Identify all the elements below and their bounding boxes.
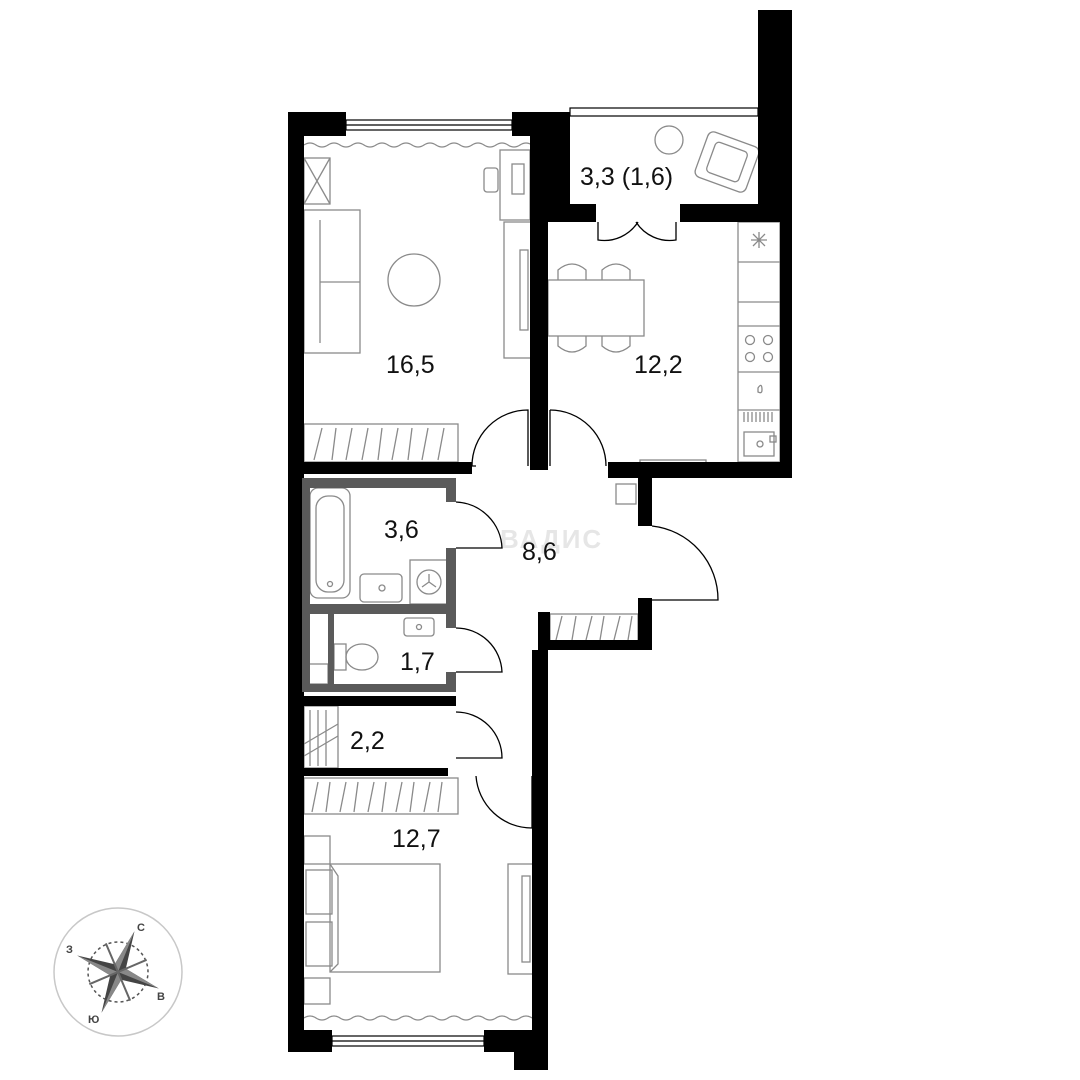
armchair-icon (694, 131, 760, 193)
room-area-bedroom: 12,7 (392, 825, 441, 853)
nightstand-icon (303, 835, 331, 865)
door-entrance (651, 525, 719, 601)
coffee-table-icon (387, 253, 441, 307)
kitchen-sink-icon (743, 412, 777, 457)
room-area-bathroom: 3,6 (384, 516, 419, 544)
dining-table-icon (547, 279, 645, 337)
toilet-icon (333, 643, 379, 671)
walls (288, 10, 792, 1070)
room-labels: 16,5 12,2 3,3 (1,6) 3,6 8,6 1,7 2,2 12,7 (350, 163, 683, 853)
windows (331, 107, 759, 1047)
doors (455, 221, 719, 829)
watermark-text: ВАДИС (500, 524, 603, 554)
stove-icon (744, 334, 774, 363)
room-area-kitchen: 12,2 (634, 351, 683, 379)
door-living (471, 409, 529, 467)
door-bedroom (475, 775, 533, 829)
storage-shelf-icon (303, 705, 339, 769)
compass-south: Ю (88, 1014, 99, 1026)
balcony-table-icon (654, 125, 684, 155)
bed-icon (329, 863, 441, 973)
room-area-toilet: 1,7 (400, 648, 435, 676)
compass-east: В (157, 991, 165, 1003)
compass-rose-icon (77, 931, 159, 1013)
bathroom-sink-icon (359, 573, 403, 603)
kitchen-counter-icon (737, 221, 781, 463)
hood-icon (751, 232, 767, 248)
room-area-living: 16,5 (386, 351, 435, 379)
door-toilet (455, 627, 503, 673)
wet-zone-walls (302, 478, 456, 692)
compass-west: З (66, 944, 73, 956)
chair-icon (557, 263, 631, 353)
room-area-balcony: 3,3 (1,6) (580, 163, 673, 191)
desk-icon (499, 149, 531, 221)
door-kitchen (549, 409, 607, 467)
door-bathroom (455, 501, 503, 549)
hall-wardrobe-icon (549, 613, 639, 643)
curtain-icon (303, 142, 533, 148)
wardrobe-icon (303, 423, 459, 463)
door-balcony (597, 221, 639, 242)
toilet-sink-icon (403, 617, 435, 637)
door-storage (455, 711, 503, 759)
room-area-hall: 8,6 (522, 538, 557, 566)
compass-north: С (137, 922, 145, 934)
riser-icon (307, 663, 329, 685)
room-area-storage: 2,2 (350, 727, 385, 755)
window-balcony (569, 107, 759, 117)
hall-cabinet-icon (615, 483, 637, 505)
compass: С В Ю З (53, 907, 183, 1037)
